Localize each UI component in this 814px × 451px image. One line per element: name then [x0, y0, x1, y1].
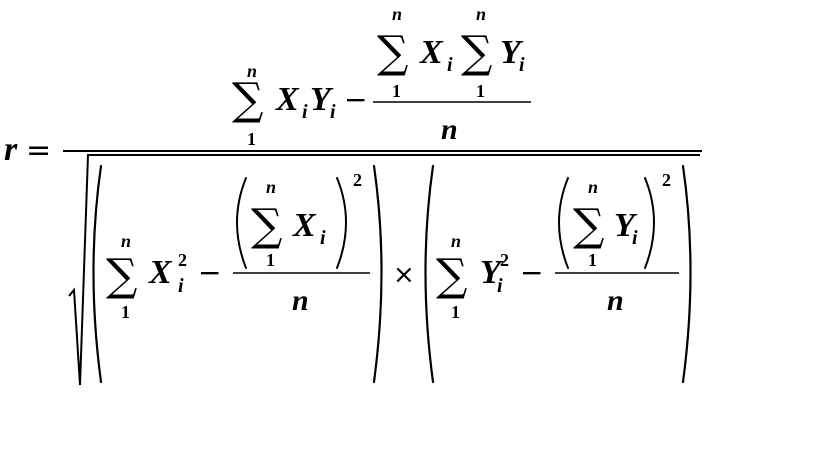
- den-right-sum2-var-y: Y: [614, 207, 638, 244]
- num-sum3-symbol: ∑: [461, 27, 492, 78]
- num-sum2-subscript: i: [447, 54, 453, 76]
- left-group-close-paren: [372, 164, 383, 384]
- num-var-y: Y: [310, 81, 334, 118]
- den-right-sum1-lower: 1: [451, 302, 460, 322]
- den-left-sum2-symbol: ∑: [251, 200, 282, 251]
- den-left-sum2-subscript: i: [320, 227, 326, 249]
- den-left-var-x: X: [148, 254, 173, 291]
- den-right-inner-exponent: 2: [662, 170, 671, 190]
- right-group-close-paren: [681, 164, 692, 384]
- den-left-minus: −: [198, 256, 221, 289]
- den-left-inner-exponent: 2: [353, 170, 362, 190]
- num-var-y-subscript: i: [330, 101, 336, 123]
- num-var-x: X: [275, 81, 300, 118]
- den-right-sum1-symbol: ∑: [436, 250, 467, 301]
- square-root-sign: [68, 154, 700, 386]
- den-left-exponent: 2: [178, 250, 187, 270]
- den-left-sum1-symbol: ∑: [106, 250, 137, 301]
- num-minus: −: [344, 83, 367, 116]
- den-left-inner-close-paren: [336, 177, 347, 269]
- num-sum3-upper: n: [476, 4, 486, 24]
- den-right-subscript: i: [497, 275, 503, 297]
- num-sum1-upper: n: [247, 61, 257, 81]
- den-left-sum1-upper: n: [121, 231, 131, 251]
- den-right-var-y: Y: [480, 254, 504, 291]
- num-sum3-lower: 1: [476, 81, 485, 101]
- den-left-sum2-lower: 1: [266, 250, 275, 270]
- den-right-sum2-lower: 1: [588, 250, 597, 270]
- num-sum1-lower: 1: [247, 129, 256, 149]
- num-sum1-symbol: ∑: [232, 74, 263, 125]
- den-left-sum2-var-x: X: [292, 207, 317, 244]
- num-sum2-var-x: X: [419, 34, 444, 71]
- den-right-sum1-upper: n: [451, 231, 461, 251]
- num-sum3-var-y: Y: [500, 34, 524, 71]
- den-left-sum1-lower: 1: [121, 302, 130, 322]
- num-sum2-lower: 1: [392, 81, 401, 101]
- den-right-minus: −: [520, 256, 543, 289]
- den-right-inner-open-paren: [558, 177, 569, 269]
- right-group-open-paren: [424, 164, 435, 384]
- times-sign: ×: [393, 260, 415, 290]
- den-right-sum2-upper: n: [588, 177, 598, 197]
- den-right-exponent: 2: [500, 250, 509, 270]
- den-right-inner-close-paren: [644, 177, 655, 269]
- den-right-sum2-symbol: ∑: [573, 200, 604, 251]
- left-group-open-paren: [92, 164, 103, 384]
- num-sum2-symbol: ∑: [377, 27, 408, 78]
- den-left-sum2-upper: n: [266, 177, 276, 197]
- den-right-sum2-subscript: i: [632, 227, 638, 249]
- den-right-inner-divisor: n: [607, 284, 624, 317]
- num-sum2-upper: n: [392, 4, 402, 24]
- num-inner-divisor: n: [441, 113, 458, 146]
- den-left-inner-open-paren: [236, 177, 247, 269]
- num-sum3-subscript: i: [519, 54, 525, 76]
- den-left-inner-divisor: n: [292, 284, 309, 317]
- num-var-x-subscript: i: [302, 101, 308, 123]
- den-left-subscript: i: [178, 275, 184, 297]
- lhs-variable: r: [4, 131, 18, 168]
- equals-sign: =: [26, 133, 51, 168]
